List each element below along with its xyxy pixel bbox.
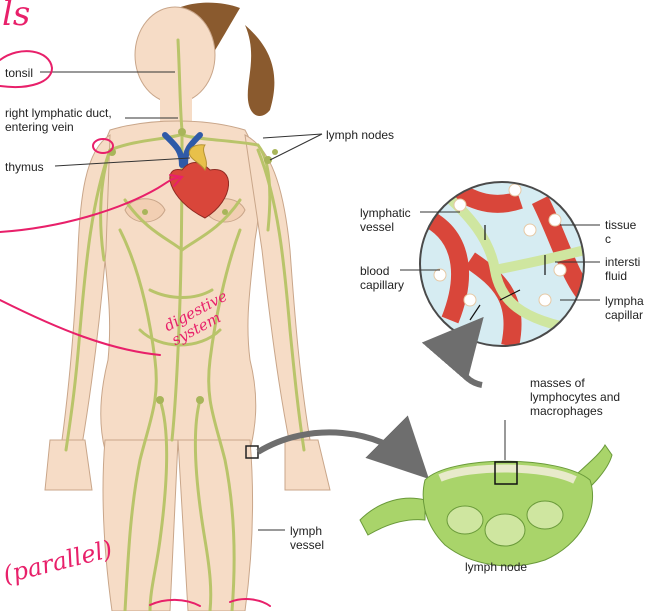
vessel bbox=[118, 228, 158, 613]
node-body bbox=[422, 460, 594, 567]
ponytail bbox=[245, 25, 275, 116]
lymph-node-dot bbox=[156, 396, 164, 404]
subclavian-veins bbox=[162, 132, 203, 168]
node-cortex bbox=[438, 464, 577, 484]
lymph-node-dot bbox=[222, 209, 228, 215]
thoracic-duct bbox=[170, 38, 184, 442]
node-lobes bbox=[446, 500, 564, 547]
tissue-cell bbox=[523, 223, 537, 237]
thymus-line bbox=[54, 157, 191, 167]
label-blood-capillary: blood capillary bbox=[360, 264, 405, 292]
lymph-nodes-line-2 bbox=[269, 133, 323, 161]
vessel bbox=[193, 398, 213, 613]
tissue-cell bbox=[508, 183, 522, 197]
tissue-cell bbox=[538, 293, 552, 307]
annotation-top: ls bbox=[2, 0, 31, 34]
lymph-node-dot bbox=[272, 149, 278, 155]
body-label-lines bbox=[40, 71, 323, 531]
label-lymphatic-capillary: lympha capillar bbox=[605, 294, 644, 322]
tissue-cell bbox=[463, 293, 477, 307]
lymph-node-illustration bbox=[359, 444, 613, 567]
tissue-cell bbox=[553, 263, 567, 277]
capillary-bed-magnification bbox=[400, 181, 600, 460]
lymph-nodes-line-1 bbox=[262, 133, 323, 139]
tissue-cell bbox=[548, 213, 562, 227]
label-masses-of-lymphocytes: masses of lymphocytes and macrophages bbox=[530, 376, 621, 418]
afferent-vessel-left bbox=[359, 497, 426, 536]
lymph-node-dot bbox=[108, 148, 116, 156]
right-hand bbox=[284, 439, 331, 491]
lymph-node-dot bbox=[142, 209, 148, 215]
label-interstitial-fluid: intersti fluid bbox=[605, 255, 641, 283]
lymph-node-dot bbox=[178, 128, 186, 136]
vessel bbox=[148, 398, 169, 613]
capillary-label-lines bbox=[400, 211, 600, 460]
label-lymph-nodes: lymph nodes bbox=[326, 128, 395, 142]
lymph-node-dots bbox=[108, 128, 278, 404]
head bbox=[134, 6, 216, 104]
lymph-node-dot bbox=[264, 156, 272, 164]
node-lobe bbox=[446, 505, 484, 535]
node-zoom-box bbox=[494, 461, 518, 485]
blood-capillaries bbox=[420, 182, 584, 346]
node-lobe bbox=[526, 500, 564, 530]
node-to-capillary-arrow bbox=[421, 316, 484, 388]
left-hand bbox=[44, 439, 93, 491]
body-to-node-arrow bbox=[256, 415, 429, 479]
label-thymus: thymus bbox=[5, 160, 44, 174]
vessel bbox=[180, 133, 272, 232]
node-lobe bbox=[484, 513, 526, 547]
flow-arrow bbox=[499, 289, 521, 301]
label-tissue-cells: tissue c bbox=[605, 218, 637, 246]
right-leg bbox=[177, 439, 253, 612]
lymphatic-capillaries bbox=[436, 186, 584, 335]
label-lymph-node: lymph node bbox=[465, 560, 528, 574]
label-right-lymphatic-duct: right lymphatic duct, entering vein bbox=[5, 106, 112, 134]
tissue-cell bbox=[453, 198, 467, 212]
tissue-cell bbox=[433, 268, 447, 282]
vessel bbox=[207, 228, 242, 613]
thymus-gland bbox=[188, 144, 207, 172]
lymph-node-dot bbox=[196, 396, 204, 404]
capillary-circle-border bbox=[419, 181, 585, 347]
vessel bbox=[256, 148, 306, 452]
label-lymph-vessel: lymph vessel bbox=[290, 524, 325, 552]
vessel bbox=[148, 288, 214, 299]
neck bbox=[160, 95, 192, 125]
label-lymphatic-vessel: lymphatic vessel bbox=[360, 206, 411, 234]
label-tonsil: tonsil bbox=[5, 66, 34, 80]
